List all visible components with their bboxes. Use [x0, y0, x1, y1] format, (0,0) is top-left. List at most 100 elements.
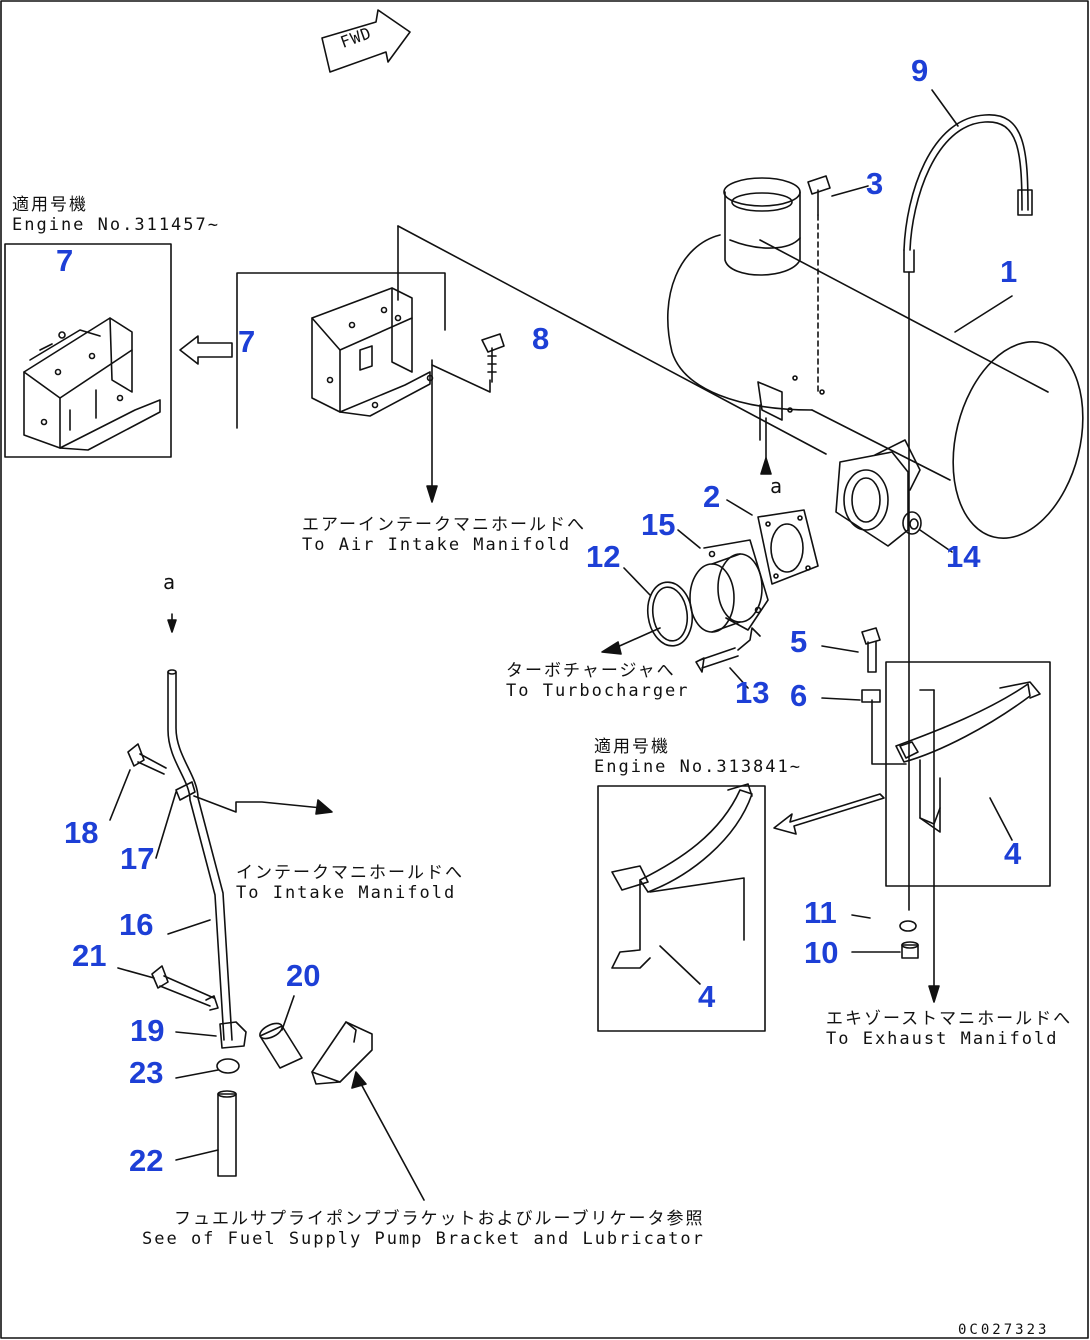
- bracket-7-inset-drawing: [23, 317, 161, 451]
- pipe-15-drawing: [689, 539, 769, 633]
- bracket-4-arrow: [773, 793, 885, 835]
- exhaust-en: To Exhaust Manifold: [826, 1028, 1059, 1049]
- callout-13: 13: [735, 675, 770, 710]
- bolt-5-drawing: [861, 627, 881, 673]
- callout-9: 9: [911, 53, 929, 88]
- ref-a-arrowhead-top: [760, 457, 772, 475]
- callout-21: 21: [72, 938, 107, 973]
- callout-5: 5: [790, 624, 808, 659]
- pipe-16-drawing: [167, 669, 233, 1041]
- leader-23: [175, 1069, 219, 1079]
- bracket-4b-drawing: [611, 783, 753, 969]
- callout-12: 12: [586, 539, 621, 574]
- bracket-4-frame: [885, 661, 1051, 887]
- leader-9: [931, 89, 959, 127]
- leader-14: [919, 529, 953, 553]
- bolt-13-drawing: [695, 627, 761, 673]
- nut-10-drawing: [901, 941, 919, 959]
- turbo-jp: ターボチャージャへ: [506, 661, 676, 681]
- callout-20: 20: [286, 958, 321, 993]
- fuel-pump-note: フュエルサプライポンプブラケットおよびルーブリケータ参照 See of Fuel…: [142, 1209, 705, 1249]
- fuel-pump-en: See of Fuel Supply Pump Bracket and Lubr…: [142, 1228, 705, 1249]
- callout-3: 3: [866, 166, 884, 201]
- bolt-8-drawing: [481, 333, 505, 383]
- leader-11: [851, 914, 871, 919]
- callout-15: 15: [641, 507, 676, 542]
- callout-8: 8: [532, 321, 550, 356]
- leader-21: [117, 967, 155, 979]
- intake-note: インテークマニホールドへ To Intake Manifold: [236, 863, 464, 903]
- intake-en: To Intake Manifold: [236, 882, 457, 903]
- turbo-note: ターボチャージャへ To Turbocharger: [506, 661, 690, 701]
- callout-10: 10: [804, 935, 839, 970]
- bolt-8-line: [431, 364, 491, 393]
- exhaust-note: エキゾーストマニホールドへ To Exhaust Manifold: [826, 1009, 1073, 1049]
- reference-a-bottom: a: [163, 570, 176, 594]
- leader-20: [281, 995, 295, 1031]
- air-intake-note: エアーインテークマニホールドへ To Air Intake Manifold: [302, 515, 586, 555]
- callout-11: 11: [804, 895, 837, 930]
- leader-6: [821, 697, 861, 701]
- callout-7: 7: [238, 324, 256, 359]
- clip-17-drawing: [175, 781, 196, 801]
- assembly-line: [397, 225, 827, 455]
- engine-b-en: Engine No.313841~: [594, 756, 802, 777]
- callout-17: 17: [120, 841, 155, 876]
- pipe-9-drawing: [903, 114, 1033, 911]
- ref-a-arrowhead-bottom: [167, 619, 177, 633]
- callout-7-inset: 7: [56, 243, 74, 278]
- hose-22-drawing: [217, 1090, 237, 1177]
- drawing-code: 0C027323: [958, 1322, 1050, 1338]
- leader-1: [954, 295, 1013, 333]
- callout-14: 14: [946, 539, 981, 574]
- leader-17: [155, 791, 177, 859]
- intake-line: [193, 795, 323, 813]
- engine-b-note: 適用号機 Engine No.313841~: [594, 737, 802, 777]
- bracket-4b-frame: [597, 785, 766, 1032]
- turbo-line: [614, 627, 661, 649]
- callout-6: 6: [790, 678, 808, 713]
- callout-23: 23: [129, 1055, 164, 1090]
- inset-box-engine-a: [4, 243, 172, 458]
- intake-arrowhead: [315, 799, 333, 815]
- bolt-3-drawing: [807, 175, 831, 396]
- leader-22: [175, 1149, 219, 1161]
- exhaust-arrowhead: [928, 985, 940, 1003]
- engine-b-jp: 適用号機: [594, 737, 670, 757]
- washer-11-drawing: [899, 920, 917, 932]
- washer-6-drawing: [861, 689, 881, 703]
- air-intake-arrowhead: [426, 485, 438, 503]
- leader-19: [175, 1031, 217, 1037]
- washer-23-drawing: [216, 1058, 240, 1074]
- bracket-4-drawing: [871, 681, 1041, 833]
- reference-a-top: a: [770, 474, 783, 498]
- fitting-19-drawing: [219, 1021, 247, 1049]
- callout-4-right: 4: [1004, 836, 1022, 871]
- leader-13: [729, 667, 749, 689]
- leader-16: [167, 919, 211, 935]
- nut-14-drawing: [902, 511, 922, 535]
- turbo-arrowhead: [601, 641, 622, 655]
- bolt-21-drawing: [151, 965, 219, 1011]
- fuel-pump-arrowhead: [351, 1071, 367, 1089]
- bracket-7-frame: [236, 272, 446, 429]
- leader-4b: [659, 945, 701, 985]
- callout-4-left: 4: [698, 979, 716, 1014]
- callout-2: 2: [703, 479, 721, 514]
- inset-arrow: [179, 335, 233, 365]
- air-intake-jp: エアーインテークマニホールドへ: [302, 515, 586, 535]
- exhaust-jp: エキゾーストマニホールドへ: [826, 1009, 1073, 1029]
- bolt-18-drawing: [127, 743, 167, 775]
- lubricator-drawing: [311, 1021, 373, 1085]
- leader-18: [109, 769, 131, 821]
- leader-3: [831, 185, 869, 197]
- leader-2: [726, 499, 753, 516]
- fuel-pump-line: [359, 1081, 425, 1201]
- turbo-en: To Turbocharger: [506, 680, 690, 701]
- leader-12: [623, 567, 651, 596]
- callout-19: 19: [130, 1013, 165, 1048]
- engine-a-note: 適用号機 Engine No.311457~: [12, 195, 220, 235]
